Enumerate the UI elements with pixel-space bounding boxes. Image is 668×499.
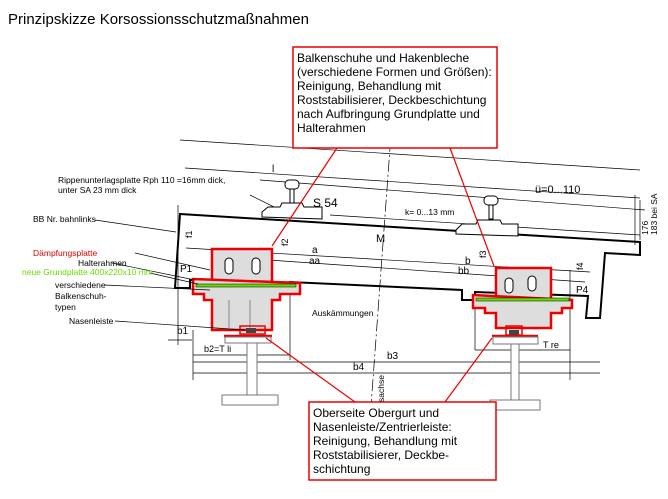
label-l: l bbox=[272, 164, 274, 175]
label-daempfungsplatte: Dämpfungsplatte bbox=[33, 248, 98, 258]
label-b: b bbox=[465, 256, 471, 267]
callout-line: Oberseite Obergurt und bbox=[313, 406, 439, 420]
rail-right bbox=[455, 195, 519, 237]
labels: Rippenunterlagsplatte Rph 110 =16mm dick… bbox=[22, 164, 659, 402]
label-rippenplatte: Rippenunterlagsplatte Rph 110 =16mm dick… bbox=[58, 175, 225, 185]
beam-shoe-left bbox=[191, 247, 302, 406]
label-rail: S 54 bbox=[313, 196, 338, 210]
label-nasenleiste: Nasenleiste bbox=[69, 316, 114, 326]
label-grundplatte: neue Grundplatte 400x220x10 mm bbox=[22, 267, 153, 277]
label-b3: b3 bbox=[387, 351, 399, 362]
label-auskaemmungen: Auskämmungen bbox=[312, 308, 374, 318]
label-schuh: verschiedene bbox=[55, 280, 106, 290]
label-176: 176 bbox=[640, 221, 650, 235]
label-p4: P4 bbox=[576, 285, 589, 296]
label-bb: BB Nr. bahnlinks bbox=[33, 214, 96, 224]
callout-line: Reinigung, Behandlung mit bbox=[313, 434, 458, 448]
label-k: k= 0...13 mm bbox=[405, 207, 454, 217]
beam-shoe-right bbox=[471, 266, 574, 411]
label-rippenplatte-sa: unter SA 23 mm dick bbox=[58, 185, 137, 195]
callout-line: Roststabilisierer, Deckbeschichtung bbox=[297, 93, 486, 107]
rail-left bbox=[261, 179, 323, 220]
label-aa: aa bbox=[309, 256, 321, 267]
label-ueberhoehung: ü=0...110 bbox=[535, 184, 580, 196]
label-m: M bbox=[376, 233, 385, 245]
label-halterahmen: Halterahmen bbox=[78, 258, 127, 268]
label-f3: f3 bbox=[478, 250, 488, 258]
callout-box-shoes bbox=[292, 46, 498, 149]
label-f2: f2 bbox=[280, 238, 290, 246]
label-f4: f4 bbox=[575, 262, 585, 270]
label-b4: b4 bbox=[353, 362, 365, 373]
callout-line: nach Aufbringung Grundplatte und bbox=[297, 107, 480, 121]
label-t-re: T re bbox=[543, 340, 559, 350]
label-p1: P1 bbox=[180, 264, 193, 275]
callout-box-flange bbox=[308, 401, 497, 481]
label-f1: f1 bbox=[184, 230, 194, 238]
label-schuh: Balkenschuh- bbox=[55, 291, 107, 301]
label-b1: b1 bbox=[177, 326, 189, 337]
label-b2: b2=T li bbox=[204, 344, 231, 354]
callout-line: Reinigung, Behandlung mit bbox=[297, 79, 442, 93]
callout-text-flange: Oberseite Obergurt und Nasenleiste/Zentr… bbox=[313, 406, 458, 476]
callout-line: (verschiedene Formen und Größen): bbox=[297, 65, 492, 79]
sleeper-beam bbox=[173, 212, 641, 319]
label-a: a bbox=[312, 245, 318, 256]
leader-lines bbox=[94, 219, 246, 331]
callout-arrows bbox=[265, 147, 495, 403]
callout-line: Balkenschuhe und Hakenbleche bbox=[297, 51, 469, 65]
callout-line: Nasenleiste/Zentrierleiste: bbox=[313, 420, 452, 434]
label-schuh: typen bbox=[55, 302, 76, 312]
callout-line: Roststabilisierer, Deckbe- bbox=[313, 448, 449, 462]
dimension-lines bbox=[168, 79, 646, 421]
label-achse: sachse bbox=[376, 375, 386, 402]
callout-line: Halterahmen bbox=[297, 121, 366, 135]
title: Prinzipskizze Korsossionsschutzmaßnahmen bbox=[8, 11, 309, 28]
label-183: 183 bei SA bbox=[649, 193, 659, 235]
callout-text-shoes: Balkenschuhe und Hakenbleche (verschiede… bbox=[297, 51, 492, 135]
label-bb-dim: bb bbox=[458, 266, 470, 277]
callout-line: schichtung bbox=[313, 462, 370, 476]
